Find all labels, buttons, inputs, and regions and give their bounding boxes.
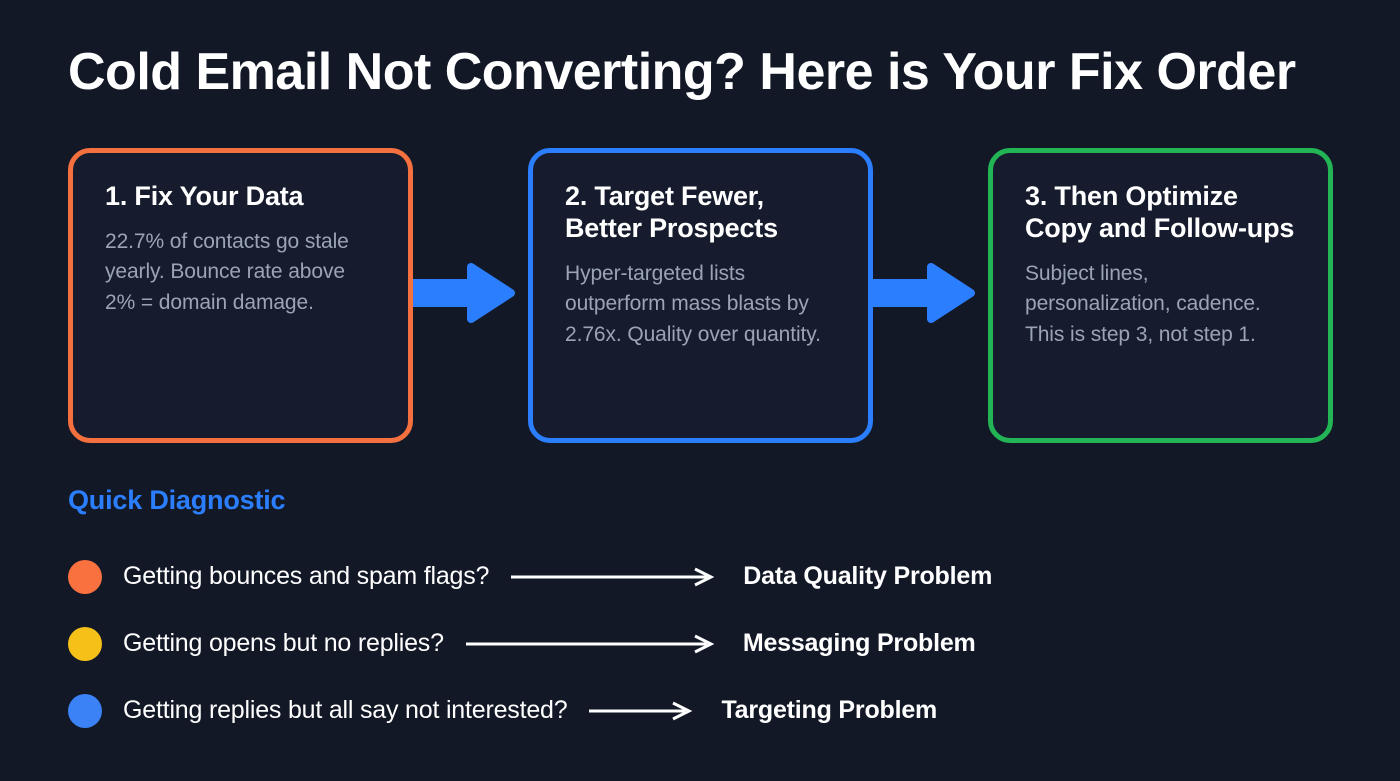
step-card-3-title: 3. Then Optimize Copy and Follow-ups (1025, 181, 1295, 243)
page-title: Cold Email Not Converting? Here is Your … (68, 43, 1296, 101)
quick-diagnostic-list: Getting bounces and spam flags? Data Qua… (68, 543, 1338, 744)
step-card-1-title: 1. Fix Your Data (105, 181, 304, 211)
diagnostic-result: Targeting Problem (721, 696, 938, 724)
steps-container: 1. Fix Your Data 22.7% of contacts go st… (68, 148, 1333, 443)
diagnostic-row: Getting opens but no replies? Messaging … (68, 610, 1338, 677)
step-card-3: 3. Then Optimize Copy and Follow-ups Sub… (988, 148, 1333, 443)
step-connector-arrow-1-icon (409, 255, 515, 331)
diagnostic-result: Messaging Problem (742, 629, 976, 657)
diagnostic-arrow-icon (465, 634, 721, 654)
status-dot-icon (68, 693, 102, 728)
step-connector-arrow-2-icon (869, 255, 975, 331)
step-card-1: 1. Fix Your Data 22.7% of contacts go st… (68, 148, 413, 443)
diagnostic-row: Getting replies but all say not interest… (68, 677, 1338, 744)
step-card-2-title: 2. Target Fewer, Better Prospects (565, 181, 778, 243)
step-card-2-body: Hyper-targeted lists outperform mass bla… (565, 261, 821, 346)
diagnostic-arrow-icon (511, 567, 721, 587)
diagnostic-question: Getting bounces and spam flags? (123, 562, 490, 590)
diagnostic-question: Getting replies but all say not interest… (123, 696, 568, 724)
diagnostic-question: Getting opens but no replies? (123, 629, 444, 657)
status-dot-icon (68, 626, 102, 661)
quick-diagnostic-heading: Quick Diagnostic (68, 485, 286, 515)
diagnostic-row: Getting bounces and spam flags? Data Qua… (68, 543, 1338, 610)
step-card-3-body: Subject lines, personalization, cadence.… (1025, 261, 1261, 346)
diagnostic-result: Data Quality Problem (743, 562, 993, 590)
step-card-2: 2. Target Fewer, Better Prospects Hyper-… (528, 148, 873, 443)
diagnostic-arrow-icon (589, 701, 699, 721)
status-dot-icon (68, 559, 102, 594)
step-card-1-body: 22.7% of contacts go stale yearly. Bounc… (105, 229, 349, 314)
